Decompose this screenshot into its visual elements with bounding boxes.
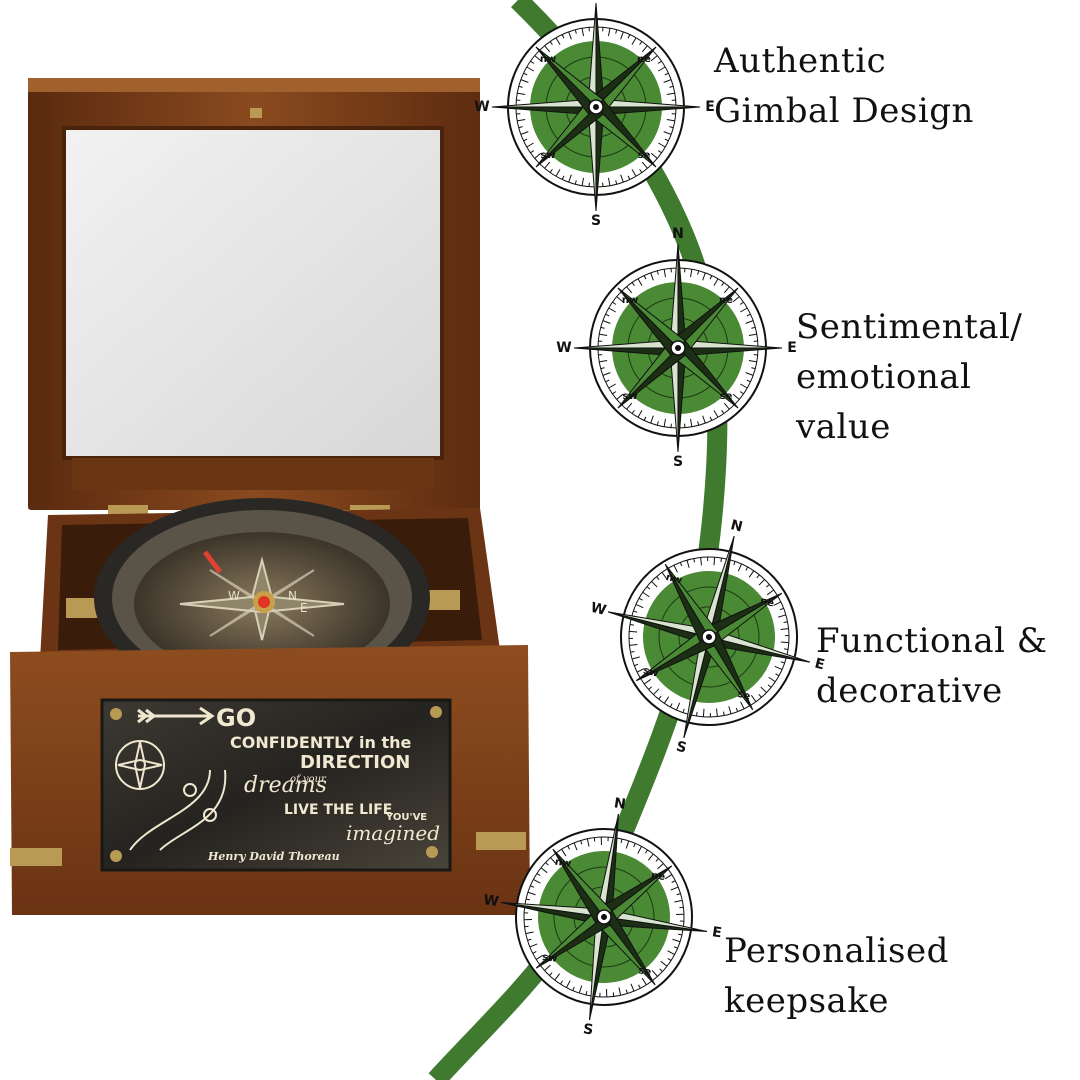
compass-label-s: S: [591, 213, 601, 229]
compass-label-ne: ne: [650, 870, 666, 883]
compass-label-nw: nw: [622, 295, 638, 306]
gimbal-compass: W N E: [66, 498, 460, 698]
lid-glass-window: [62, 126, 444, 460]
svg-text:E: E: [300, 601, 308, 615]
compass-rose-4-icon: N S E Wne nw se sw: [482, 795, 723, 1038]
plaque-of-your: of your: [290, 774, 327, 785]
compass-label-sw: sw: [622, 391, 637, 402]
compass-label-se: se: [720, 391, 733, 402]
compass-label-n: N: [590, 0, 602, 1]
compass-label-nw: nw: [665, 572, 684, 587]
compass-rose-2-icon: N S E Wne nw se sw: [556, 226, 797, 470]
compass-label-sw: sw: [540, 150, 555, 161]
plaque-dreams: dreams: [244, 773, 327, 798]
plaque-confidently: CONFIDENTLY in the: [230, 733, 411, 752]
svg-text:W: W: [228, 589, 240, 603]
compass-label-sw: sw: [642, 665, 659, 679]
compass-label-w: W: [589, 600, 608, 619]
plaque-direction: DIRECTION: [300, 752, 410, 773]
compass-label-ne: ne: [637, 54, 651, 65]
compass-label-e: E: [813, 656, 826, 674]
mountain-compass-engraving-icon: [115, 740, 227, 851]
compass-label-w: W: [474, 99, 489, 115]
compass-label-e: E: [705, 99, 715, 115]
compass-label-w: W: [556, 340, 571, 356]
compass-label-se: se: [736, 689, 751, 703]
compass-label-n: N: [672, 226, 684, 242]
compass-label-nw: nw: [540, 54, 556, 65]
compass-label-n: N: [613, 795, 627, 812]
compass-label-se: se: [638, 150, 651, 161]
compass-label-s: S: [675, 739, 689, 757]
plaque-youve: YOU'VE: [385, 812, 427, 823]
feature-label-functional-decorative: Functional & decorative: [816, 621, 1048, 711]
svg-text:N: N: [288, 589, 297, 603]
feature-label-gimbal-design: Authentic Gimbal Design: [714, 41, 974, 131]
compass-label-n: N: [729, 517, 744, 535]
plaque-go: GO: [216, 704, 256, 732]
compass-label-e: E: [711, 924, 723, 941]
compass-roses: NSEWnenwseswNSEWnenwseswNSEWnenwseswNSEW…: [474, 0, 826, 1039]
compass-label-s: S: [673, 454, 683, 470]
compass-label-nw: nw: [554, 857, 572, 870]
engraved-plaque: GO CONFIDENTLY in the DIRECTION of your …: [100, 698, 452, 872]
feature-label-personalised-keepsake: Personalised keepsake: [724, 931, 949, 1021]
plaque-imagined: imagined: [346, 821, 440, 845]
compass-label-w: W: [482, 892, 500, 910]
compass-label-s: S: [582, 1021, 594, 1038]
compass-rose-1-icon: N S E Wne nw se sw: [474, 0, 715, 229]
plaque-live-the-life: LIVE THE LIFE: [284, 802, 392, 818]
arrow-icon: [137, 706, 215, 726]
feature-label-sentimental-value: Sentimental/ emotional value: [796, 307, 1023, 447]
compass-label-ne: ne: [719, 295, 733, 306]
compass-label-e: E: [787, 340, 797, 356]
compass-label-sw: sw: [541, 952, 558, 965]
compass-label-se: se: [638, 965, 652, 978]
compass-label-ne: ne: [759, 596, 775, 610]
plaque-author: Henry David Thoreau: [207, 850, 340, 863]
